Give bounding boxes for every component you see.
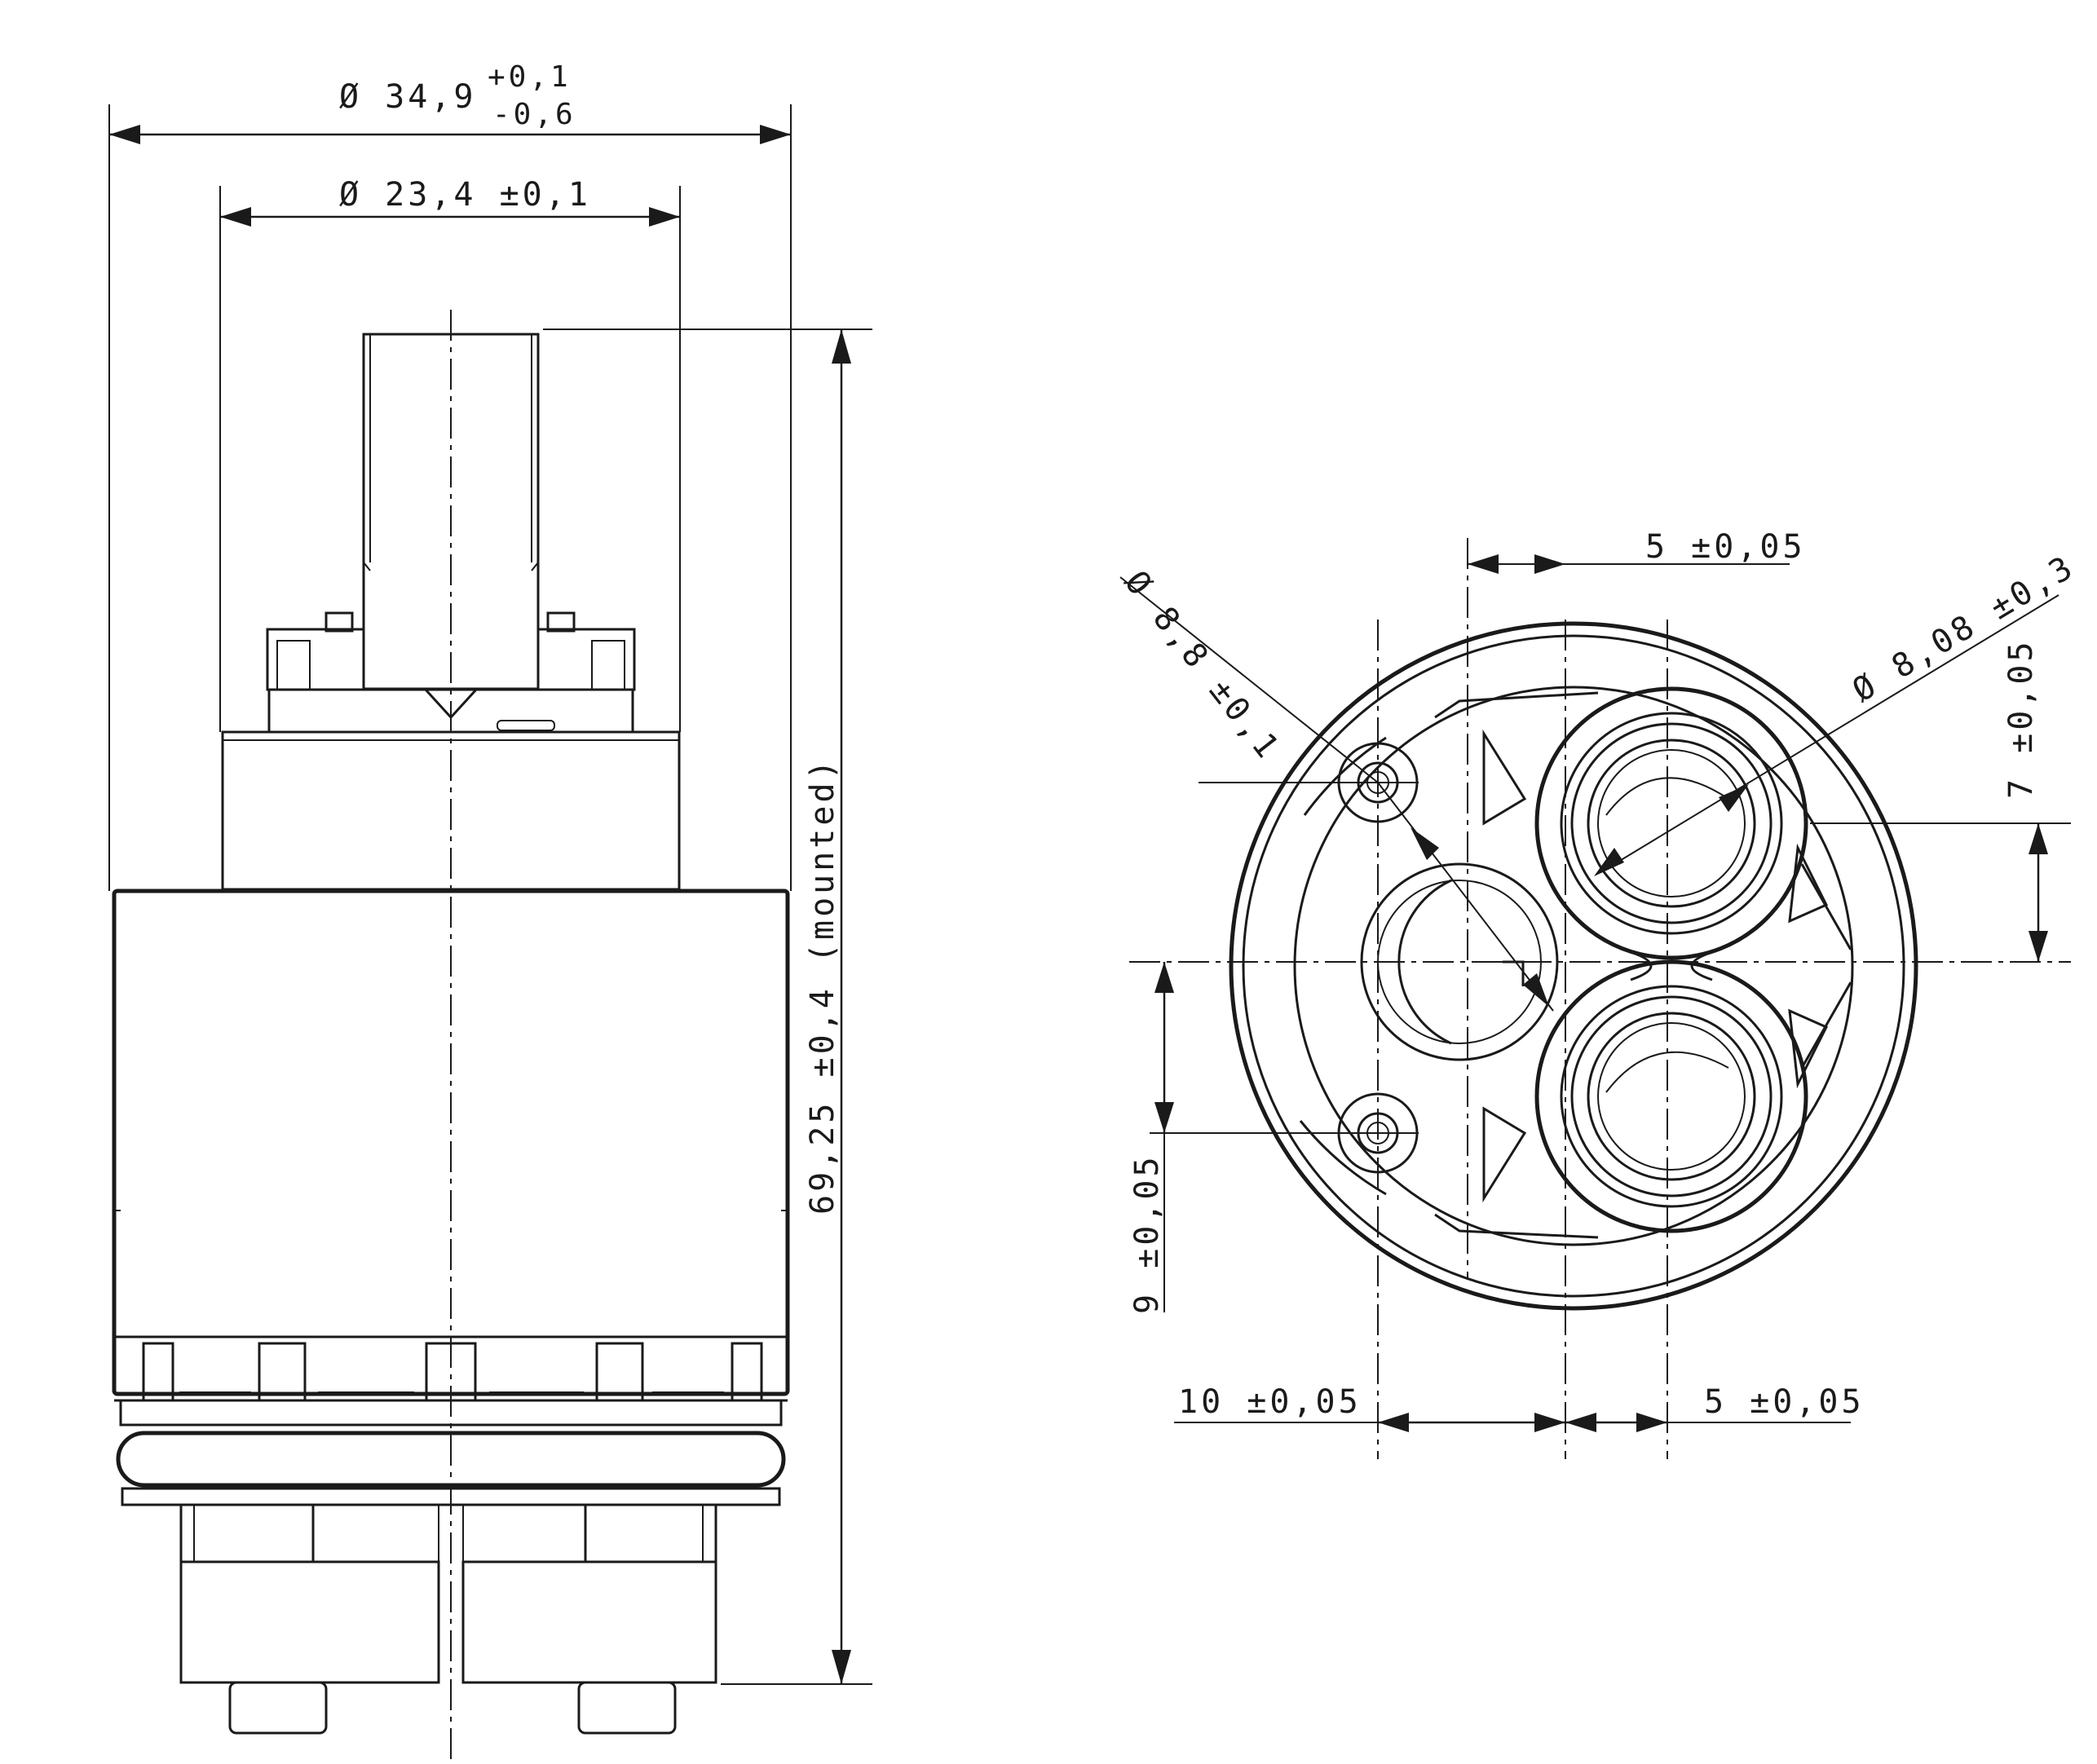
height-label: 69,25 ±0,4 (mounted) (804, 756, 841, 1215)
inner-diameter-label: Ø 23,4 ±0,1 (339, 176, 591, 214)
outer-rim (1229, 621, 1918, 1311)
top-clip-right (536, 611, 636, 691)
top-clip-left (266, 611, 365, 691)
port-lower (1534, 959, 1808, 1233)
base-plate (121, 1487, 781, 1506)
bottom-left-label: 10 ±0,05 (1178, 1383, 1362, 1421)
side-view: Ø 34,9 +0,1 -0,6 Ø 23,4 ±0,1 69,25 ±0,4 … (108, 60, 872, 1761)
bottom-right-label: 5 ±0,05 (1704, 1383, 1865, 1421)
rib-structure (1299, 691, 1852, 1239)
main-body (112, 889, 790, 1396)
port-upper (1534, 686, 1808, 960)
top-offset-label: 5 ±0,05 (1645, 528, 1806, 566)
center-hub (1360, 862, 1559, 1061)
left-vertical-label: 9 ±0,05 (1128, 1153, 1166, 1314)
lower-legs (179, 1503, 717, 1735)
outer-diameter-tol-upper: +0,1 (488, 60, 572, 94)
large-hole-diameter-label: Ø 8,08 ±0,3 (1846, 548, 2081, 710)
right-vertical-label: 7 ±0,05 (2002, 638, 2040, 799)
o-ring (116, 1431, 786, 1488)
outer-diameter-tol-lower: -0,6 (492, 98, 576, 131)
bottom-view: 5 ±0,05 Ø 8,8 ±0,1 Ø 8,08 ±0,3 7 ±0,05 9… (1117, 528, 2082, 1459)
small-hole-diameter-label: Ø 8,8 ±0,1 (1117, 564, 1287, 768)
outer-diameter-label: Ø 34,9 (339, 78, 477, 116)
